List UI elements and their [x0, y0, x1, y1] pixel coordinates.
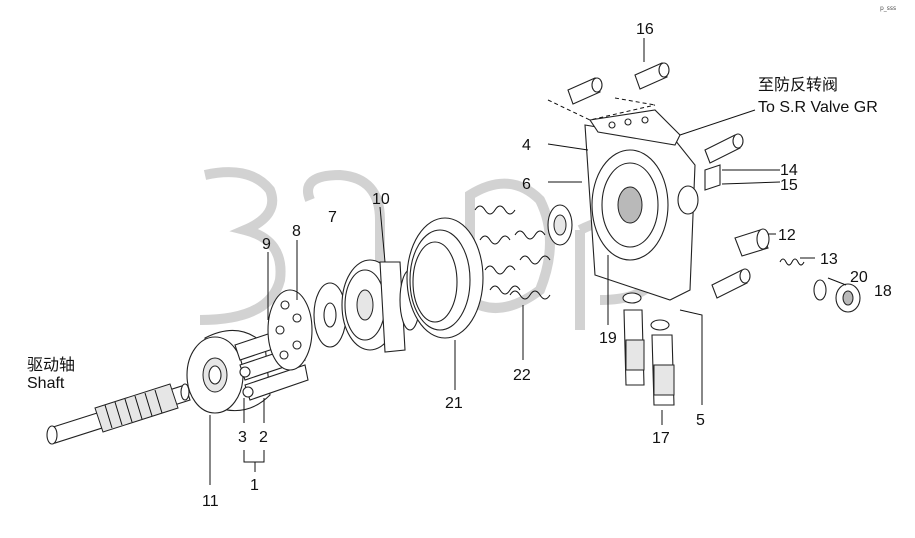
callout-14: 14	[780, 162, 798, 179]
plug-18	[835, 283, 861, 313]
callout-3: 3	[238, 429, 247, 446]
rear-housing	[584, 109, 699, 301]
valve-label-cn: 至防反转阀	[758, 76, 838, 94]
callout-7: 7	[328, 209, 337, 226]
callout-12: 12	[778, 227, 796, 244]
brake-disc-ring	[406, 217, 484, 339]
callout-22: 22	[513, 367, 531, 384]
callout-21: 21	[445, 395, 463, 412]
bearing	[547, 204, 573, 246]
callout-20: 20	[850, 269, 868, 286]
callout-10: 10	[372, 191, 390, 208]
callout-11: 11	[202, 493, 219, 510]
callout-18: 18	[874, 283, 892, 300]
cylinder-block	[186, 329, 271, 414]
callout-15: 15	[780, 177, 798, 194]
callout-13: 13	[820, 251, 838, 268]
cap-bolts-16	[547, 62, 670, 121]
retainer-plate	[267, 289, 313, 371]
relief-spring	[779, 258, 805, 266]
callout-4: 4	[522, 137, 531, 154]
callout-19: 19	[599, 330, 617, 347]
valve-cartridge-19	[622, 292, 645, 386]
callout-17: 17	[652, 430, 670, 447]
drive-shaft	[46, 383, 191, 445]
callout-2: 2	[259, 429, 268, 446]
callout-16: 16	[636, 21, 654, 38]
valve-cartridge-17	[650, 319, 675, 406]
callout-8: 8	[292, 223, 301, 240]
cap-bolts-right	[704, 133, 751, 299]
swash-plate	[313, 282, 347, 348]
callout-numbers: 1 2 3 4 5 6 7 8 9 10 11 12 13 14 15 16 1…	[202, 21, 892, 510]
shaft-label-en: Shaft	[27, 375, 65, 392]
shaft-label-cn: 驱动轴	[27, 356, 75, 374]
o-ring-20	[813, 279, 827, 301]
callout-1: 1	[250, 477, 259, 494]
callout-5: 5	[696, 412, 705, 429]
plug-sleeve	[734, 228, 770, 257]
leader-lines	[209, 38, 847, 485]
pins-14-15	[704, 164, 721, 191]
spring-set	[474, 205, 551, 300]
corner-mark: p_sss	[880, 5, 896, 12]
callout-9: 9	[262, 236, 271, 253]
valve-label-en: To S.R Valve GR	[758, 99, 878, 116]
callout-6: 6	[522, 176, 531, 193]
